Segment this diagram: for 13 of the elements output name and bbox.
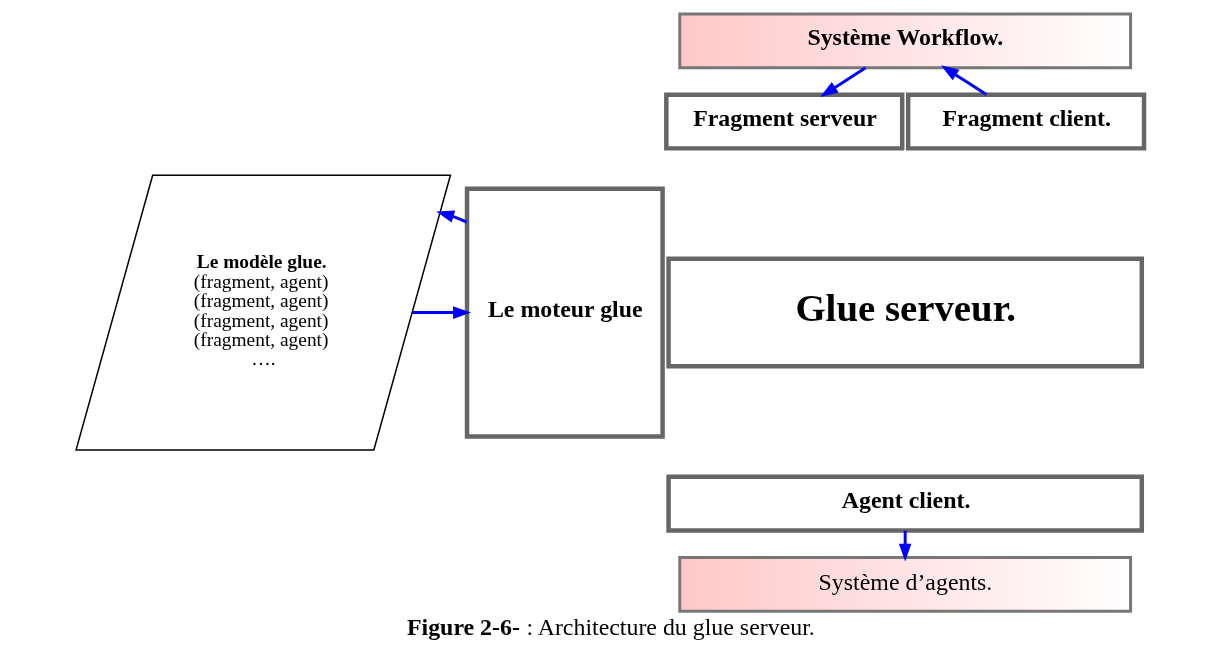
node-box: Système Workflow. — [678, 12, 1133, 70]
node-box: Le moteur glue — [464, 186, 665, 439]
node-box: Fragment serveur — [664, 92, 905, 151]
arrow — [412, 306, 471, 319]
arrow — [436, 210, 468, 224]
caption: Figure 2-6- : Architecture du glue serveur. — [406, 613, 815, 640]
arrow — [898, 530, 912, 562]
arrow — [940, 65, 988, 96]
node-box: Système d’agents. — [678, 555, 1133, 613]
node-box: Glue serveur. — [666, 256, 1145, 369]
node-box: Fragment client. — [905, 92, 1147, 151]
node-box: Agent client. — [666, 474, 1145, 533]
arrow — [820, 66, 867, 97]
